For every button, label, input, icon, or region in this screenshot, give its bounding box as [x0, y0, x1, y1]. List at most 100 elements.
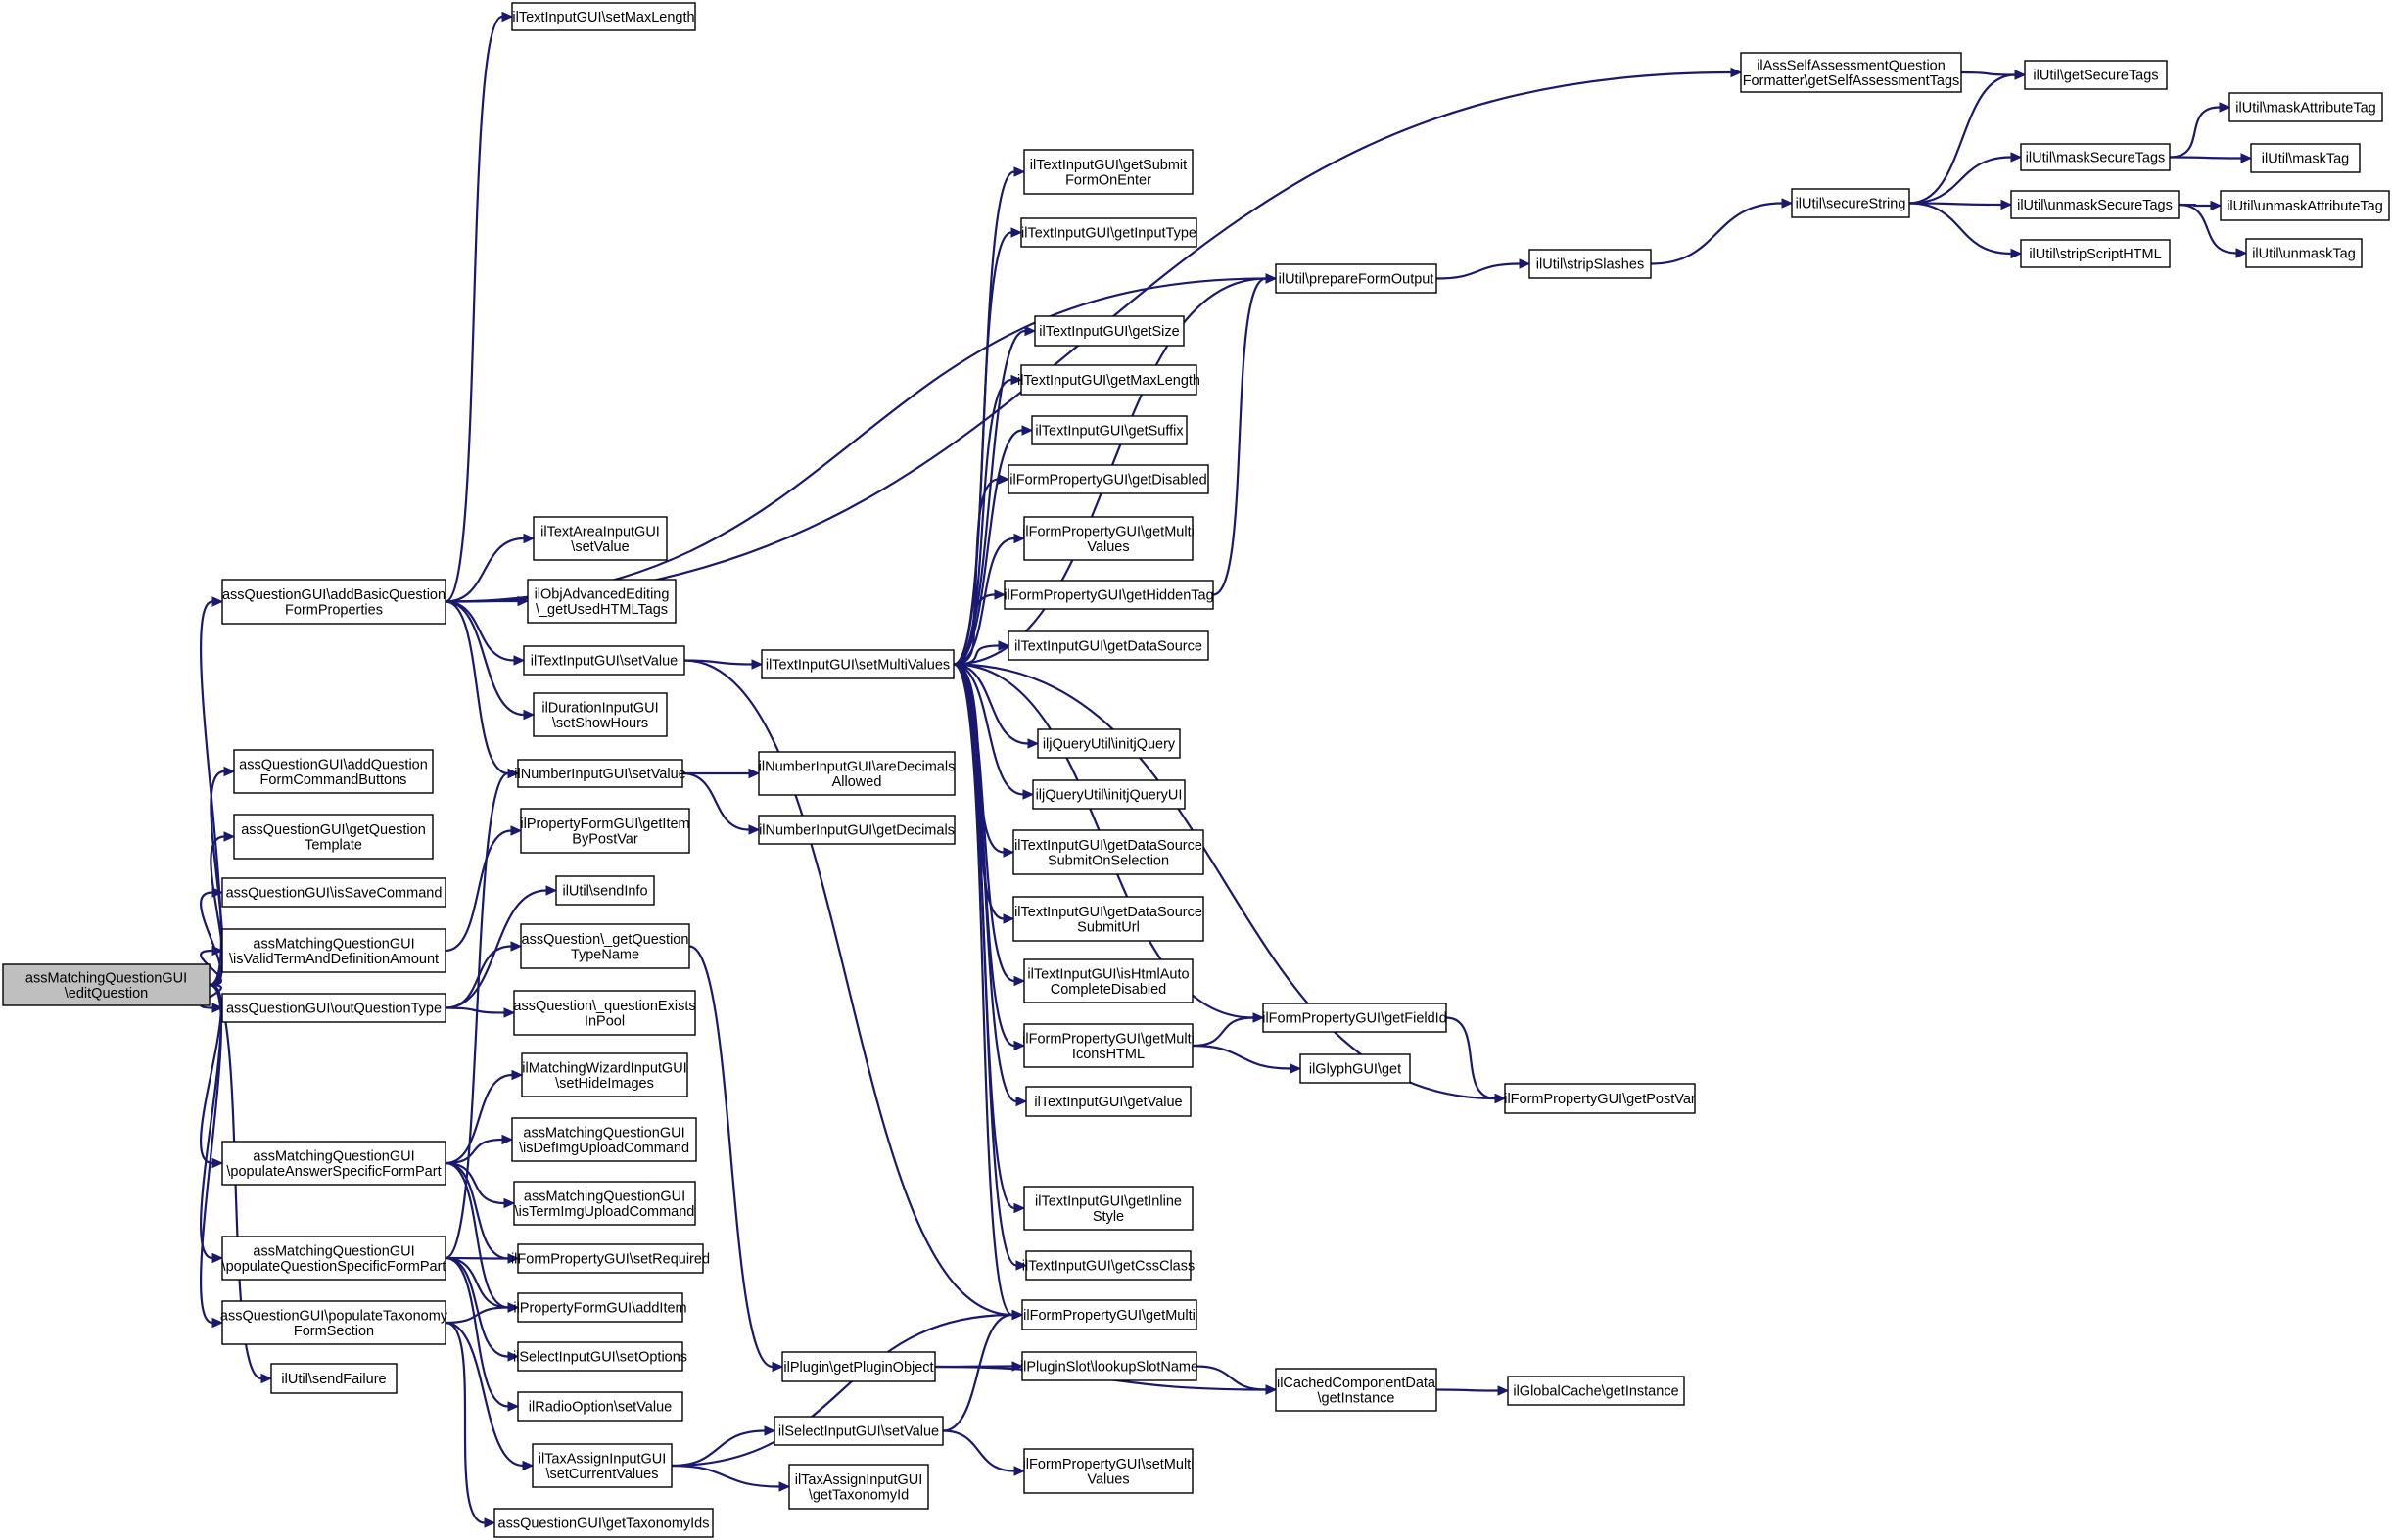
- function-node[interactable]: assQuestionGUI\isSaveCommand: [221, 877, 446, 908]
- function-node[interactable]: ilUtil\getSecureTags: [2024, 60, 2168, 90]
- function-node[interactable]: ilTextInputGUI\isHtmlAutoCompleteDisable…: [1023, 958, 1194, 1003]
- edge-arrowhead: [507, 768, 520, 779]
- function-node[interactable]: ilUtil\maskTag: [2250, 143, 2361, 173]
- function-node[interactable]: ilUtil\unmaskTag: [2245, 238, 2363, 268]
- node-label: ilObjAdvancedEditing: [535, 586, 670, 602]
- function-node[interactable]: assMatchingQuestionGUI\isValidTermAndDef…: [221, 928, 446, 973]
- root-function-node[interactable]: assMatchingQuestionGUI\editQuestion: [2, 963, 211, 1006]
- call-edge: [1908, 202, 2002, 207]
- function-node[interactable]: assMatchingQuestionGUI\populateAnswerSpe…: [221, 1141, 446, 1186]
- function-node[interactable]: ilTextInputGUI\getDataSource: [1008, 630, 1209, 661]
- edge-arrowhead: [1013, 1466, 1026, 1476]
- call-edge: [953, 663, 1024, 796]
- function-node[interactable]: ilNumberInputGUI\setValue: [514, 759, 686, 788]
- function-node[interactable]: ilTaxAssignInputGUI\setCurrentValues: [532, 1443, 673, 1488]
- function-node[interactable]: assMatchingQuestionGUI\isTermImgUploadCo…: [513, 1181, 696, 1226]
- function-node[interactable]: ilPlugin\getPluginObject: [781, 1351, 936, 1382]
- edge-arrowhead: [507, 1351, 520, 1362]
- function-node[interactable]: ilGlyphGUI\get: [1299, 1053, 1411, 1084]
- function-node[interactable]: assMatchingQuestionGUI\isDefImgUploadCom…: [511, 1117, 697, 1162]
- function-node[interactable]: assQuestionGUI\addQuestionFormCommandBut…: [233, 749, 434, 794]
- function-node[interactable]: ilFormPropertyGUI\getHiddenTag: [1004, 580, 1214, 610]
- edge-arrowhead: [517, 595, 530, 607]
- function-node[interactable]: ilFormPropertyGUI\getFieldId: [1262, 1003, 1447, 1033]
- function-node[interactable]: assQuestionGUI\getTaxonomyIds: [493, 1508, 714, 1538]
- function-node[interactable]: ilFormPropertyGUI\setMultiValues: [1023, 1448, 1195, 1494]
- function-node[interactable]: ilTextInputGUI\getDataSourceSubmitOnSele…: [1012, 829, 1204, 875]
- node-label: ilFormPropertyGUI\setRequired: [511, 1252, 710, 1268]
- call-edge: [445, 829, 512, 953]
- function-node[interactable]: iljQueryUtil\initjQuery: [1037, 728, 1181, 759]
- edge-arrowhead: [1494, 1093, 1507, 1104]
- function-node[interactable]: ilFormPropertyGUI\getDisabled: [1008, 464, 1209, 494]
- function-node[interactable]: iljQueryUtil\initjQueryUI: [1032, 779, 1186, 810]
- function-node[interactable]: ilRadioOption\setValue: [517, 1391, 683, 1422]
- function-node[interactable]: ilUtil\maskSecureTags: [2020, 143, 2171, 171]
- function-node[interactable]: ilTextAreaInputGUI\setValue: [533, 516, 668, 561]
- function-node[interactable]: ilDurationInputGUI\setShowHours: [533, 692, 668, 737]
- node-label: ilNumberInputGUI\setValue: [514, 767, 685, 782]
- function-node[interactable]: ilTextInputGUI\getValue: [1025, 1086, 1192, 1117]
- function-node[interactable]: ilTextInputGUI\setMultiValues: [761, 649, 955, 679]
- node-box: [1023, 1186, 1194, 1231]
- function-node[interactable]: ilPropertyFormGUI\addItem: [513, 1292, 687, 1323]
- function-node[interactable]: ilPluginSlot\lookupSlotName: [1020, 1351, 1198, 1381]
- node-label: ilUtil\unmaskTag: [2252, 247, 2356, 262]
- call-edge: [1192, 1044, 1291, 1070]
- edge-arrowhead: [510, 825, 523, 836]
- function-node[interactable]: ilFormPropertyGUI\getMulti: [1021, 1299, 1197, 1330]
- function-node[interactable]: assQuestionGUI\addBasicQuestionFormPrope…: [221, 579, 446, 625]
- function-node[interactable]: ilUtil\stripSlashes: [1528, 249, 1652, 279]
- function-node[interactable]: ilNumberInputGUI\getDecimals: [758, 815, 956, 845]
- node-box: [1275, 263, 1437, 294]
- function-node[interactable]: ilUtil\prepareFormOutput: [1275, 263, 1437, 294]
- function-node[interactable]: ilUtil\secureString: [1791, 188, 1910, 218]
- function-node[interactable]: ilSelectInputGUI\setValue: [774, 1416, 944, 1446]
- edge-arrowhead: [1013, 166, 1026, 177]
- function-node[interactable]: assQuestionGUI\outQuestionType: [221, 993, 446, 1023]
- function-node[interactable]: ilTextInputGUI\getCssClass: [1022, 1250, 1195, 1281]
- function-node[interactable]: ilFormPropertyGUI\getPostVar: [1504, 1083, 1696, 1114]
- function-node[interactable]: assQuestionGUI\populateTaxonomyFormSecti…: [220, 1300, 448, 1345]
- function-node[interactable]: ilGlobalCache\getInstance: [1507, 1376, 1685, 1406]
- function-node[interactable]: ilTextInputGUI\getSize: [1034, 315, 1185, 347]
- function-node[interactable]: ilUtil\stripScriptHTML: [2020, 239, 2171, 268]
- function-node[interactable]: ilUtil\unmaskAttributeTag: [2220, 190, 2390, 221]
- function-node[interactable]: assMatchingQuestionGUI\populateQuestionS…: [221, 1236, 446, 1281]
- function-node[interactable]: ilMatchingWizardInputGUI\setHideImages: [521, 1052, 688, 1097]
- node-label: ilTextAreaInputGUI: [540, 524, 660, 539]
- call-edge: [445, 1256, 509, 1260]
- function-node[interactable]: ilAssSelfAssessmentQuestionFormatter\get…: [1740, 52, 1962, 93]
- edge-arrowhead: [223, 831, 236, 842]
- node-box: [1020, 364, 1197, 396]
- function-node[interactable]: ilTextInputGUI\getInputType: [1020, 217, 1197, 248]
- node-label: ilTextInputGUI\getSubmit: [1030, 158, 1187, 173]
- function-node[interactable]: ilUtil\sendFailure: [270, 1363, 398, 1394]
- function-node[interactable]: ilFormPropertyGUI\setRequired: [511, 1243, 710, 1274]
- edge-arrowhead: [2240, 153, 2253, 163]
- function-node[interactable]: ilTextInputGUI\getSuffix: [1031, 415, 1188, 445]
- edge-arrowhead: [507, 1401, 520, 1412]
- function-node[interactable]: ilTextInputGUI\getMaxLength: [1017, 364, 1200, 396]
- function-node[interactable]: ilCachedComponentData\getInstance: [1275, 1368, 1437, 1412]
- function-node[interactable]: ilTextInputGUI\setMaxLength: [511, 2, 696, 31]
- function-node[interactable]: ilTextInputGUI\setValue: [523, 645, 685, 676]
- function-node[interactable]: ilUtil\sendInfo: [555, 875, 655, 906]
- edge-arrowhead: [211, 945, 224, 957]
- node-label: \getTaxonomyId: [809, 1487, 909, 1503]
- function-node[interactable]: ilUtil\maskAttributeTag: [2228, 92, 2383, 122]
- function-node[interactable]: ilUtil\unmaskSecureTags: [2010, 190, 2180, 219]
- function-node[interactable]: ilTaxAssignInputGUI\getTaxonomyId: [788, 1464, 929, 1510]
- function-node[interactable]: ilSelectInputGUI\setOptions: [513, 1341, 687, 1372]
- function-node[interactable]: ilObjAdvancedEditing\_getUsedHTMLTags: [527, 579, 677, 624]
